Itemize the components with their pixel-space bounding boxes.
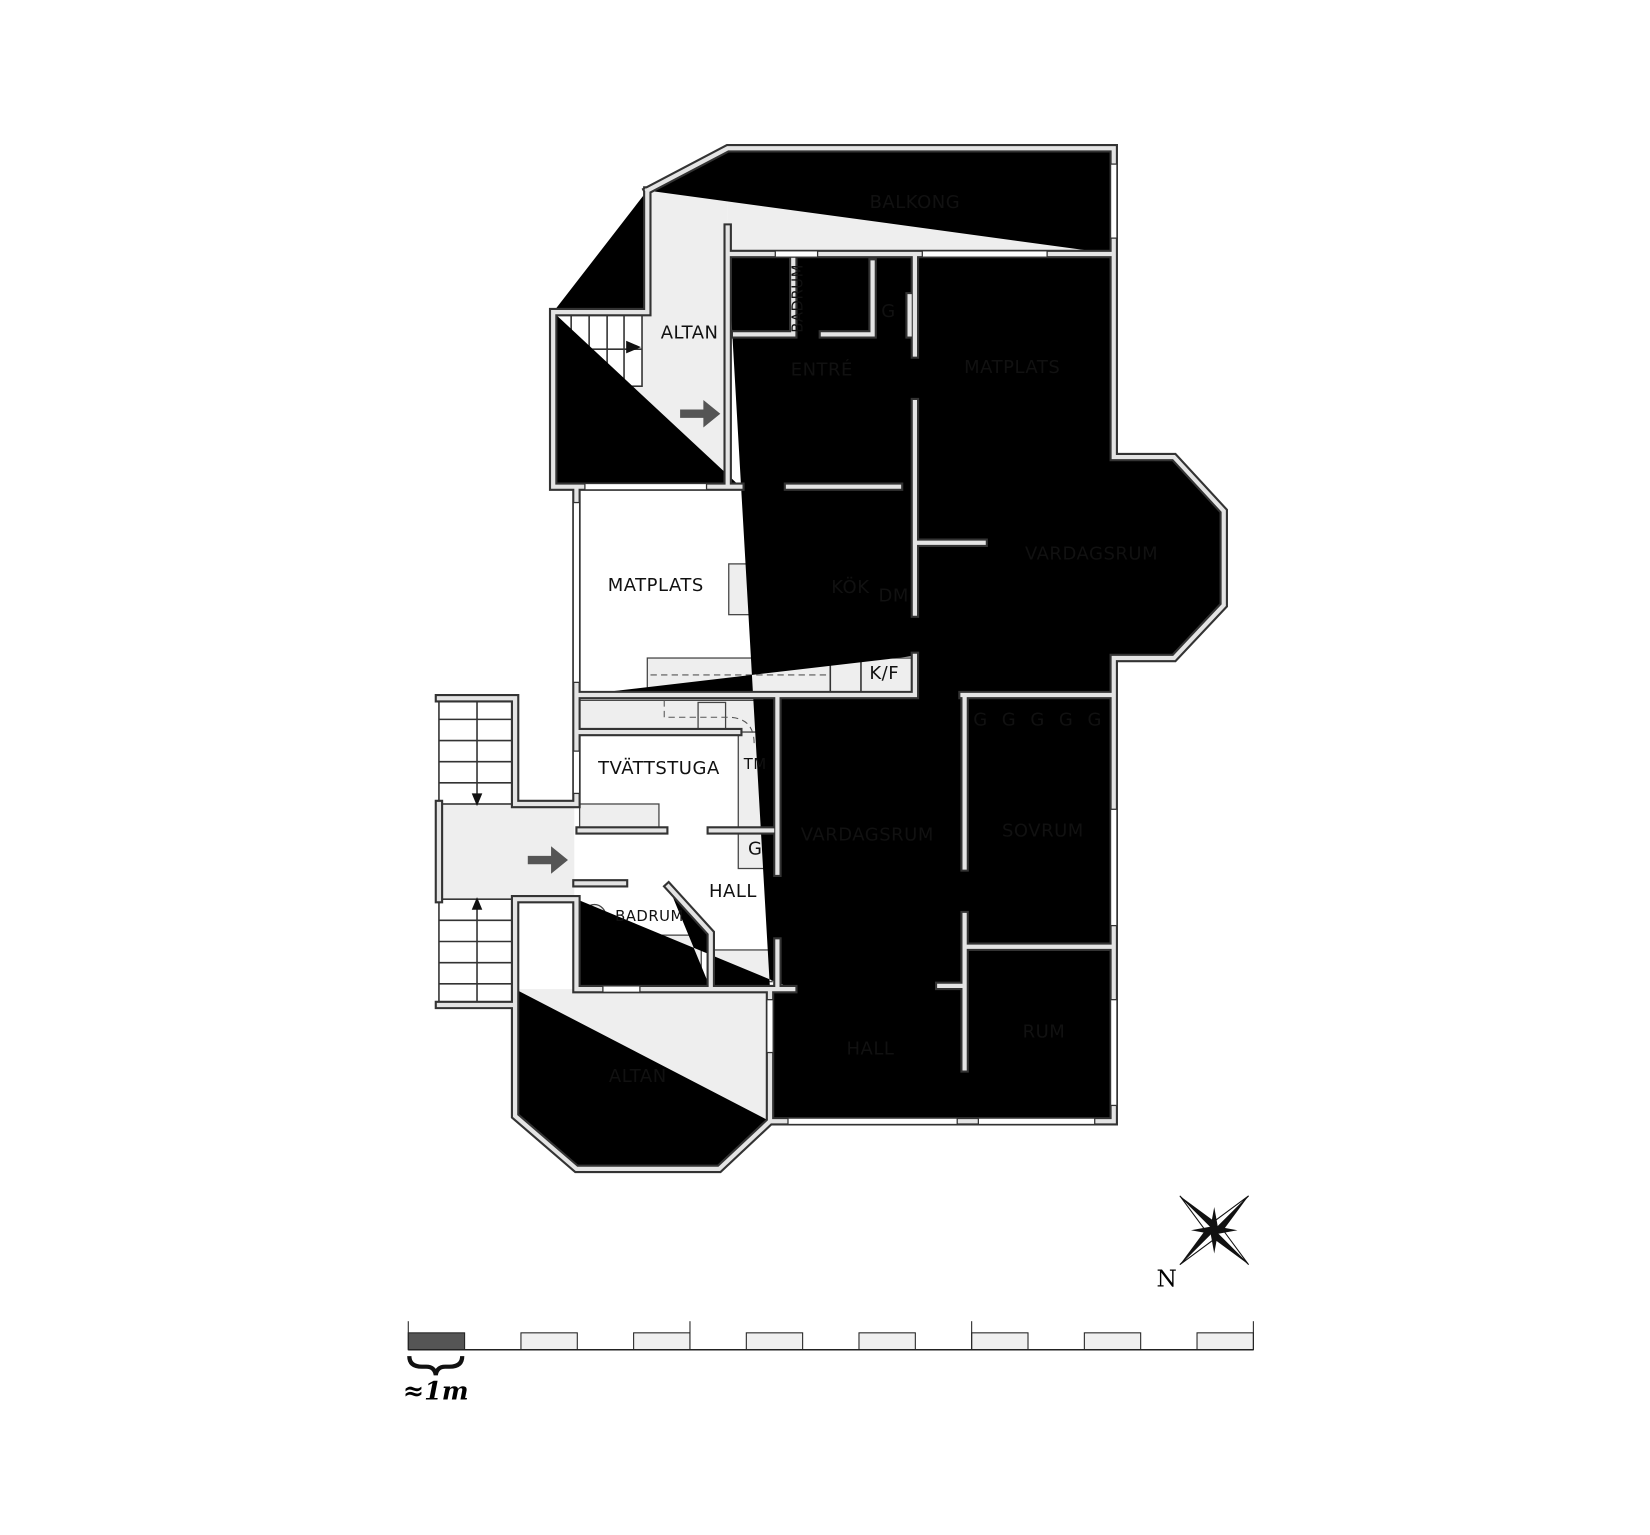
scale-segment — [1196, 1332, 1254, 1351]
room-label-tvattstuga: TVÄTTSTUGA — [597, 758, 720, 779]
room-label-vardagsrum-right: VARDAGSRUM — [1025, 543, 1158, 564]
room-label-kok: KÖK — [831, 576, 870, 598]
walls — [439, 148, 1224, 1169]
label-g-hall: G — [748, 838, 762, 859]
label-tm: TM — [743, 756, 767, 773]
room-label-altan-lower: ALTAN — [609, 1066, 667, 1087]
entrance-arrow-icon — [527, 846, 568, 874]
laundry-shelf — [578, 803, 660, 828]
room-label-rum: RUM — [1023, 1021, 1066, 1042]
room-label-altan-upper: ALTAN — [661, 322, 719, 343]
compass-rose-icon — [1179, 1195, 1250, 1266]
label-g-wardrobe: G — [973, 709, 987, 730]
room-label-matplats-left: MATPLATS — [608, 575, 704, 596]
scale-segment — [520, 1332, 578, 1351]
label-kf: K/F — [869, 663, 899, 684]
room-label-hall-upper: HALL — [709, 881, 757, 902]
label-g-wardrobe: G — [1002, 709, 1016, 730]
scale-label: ≈1m — [403, 1375, 469, 1405]
room-label-vardagsrum-center: VARDAGSRUM — [801, 825, 934, 846]
scale-segment — [1083, 1332, 1142, 1351]
label-g-wardrobe: G — [1059, 709, 1073, 730]
label-g-upper: G — [881, 301, 895, 322]
entrance-arrow-icon — [680, 399, 721, 428]
entrance-arrows — [527, 399, 721, 874]
brace-icon — [407, 1355, 465, 1376]
label-dm: DM — [879, 586, 909, 607]
room-label-badrum-upper: BADRUM — [790, 264, 807, 333]
room-label-entre: ENTRÉ — [791, 358, 853, 380]
compass-north-label: N — [1156, 1265, 1176, 1292]
scale-segment — [745, 1332, 804, 1351]
scale-segment — [407, 1332, 466, 1351]
room-label-badrum-lower: BADRUM — [615, 908, 684, 925]
scale-segment — [971, 1332, 1029, 1351]
laundry-counter — [578, 699, 776, 733]
windows — [572, 163, 1118, 1126]
scale-segment — [858, 1332, 916, 1351]
label-g-wardrobe: G — [1030, 709, 1044, 730]
label-g-wardrobe: G — [1087, 709, 1101, 730]
room-label-matplats-right: MATPLATS — [964, 357, 1060, 378]
scale-segment — [633, 1332, 691, 1351]
scale-bar — [407, 1321, 1254, 1351]
room-labels: BALKONG ALTAN BADRUM G ENTRÉ MATPLATS VA… — [597, 192, 1158, 1087]
laundry-sink-icon — [697, 701, 727, 731]
room-label-balkong: BALKONG — [870, 192, 961, 213]
room-label-hall-lower: HALL — [847, 1038, 895, 1059]
room-label-sovrum: SOVRUM — [1002, 820, 1084, 841]
